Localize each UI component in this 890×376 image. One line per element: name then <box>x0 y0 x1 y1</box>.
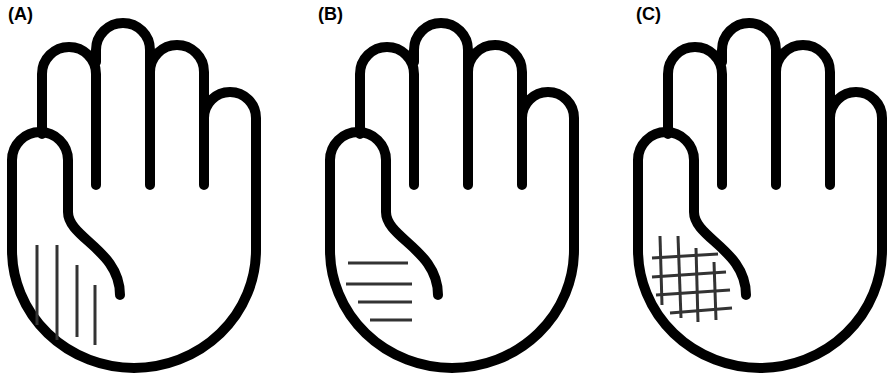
vertical-marks <box>37 245 95 345</box>
hand-c <box>638 23 882 368</box>
panel-label: (C) <box>636 4 661 26</box>
horizontal-marks <box>346 263 412 320</box>
panel-label: (B) <box>318 4 343 26</box>
hand-a <box>12 23 256 368</box>
hand-b <box>330 23 574 368</box>
panel-label: (A) <box>8 4 33 26</box>
crosshatch-marks <box>652 236 732 322</box>
